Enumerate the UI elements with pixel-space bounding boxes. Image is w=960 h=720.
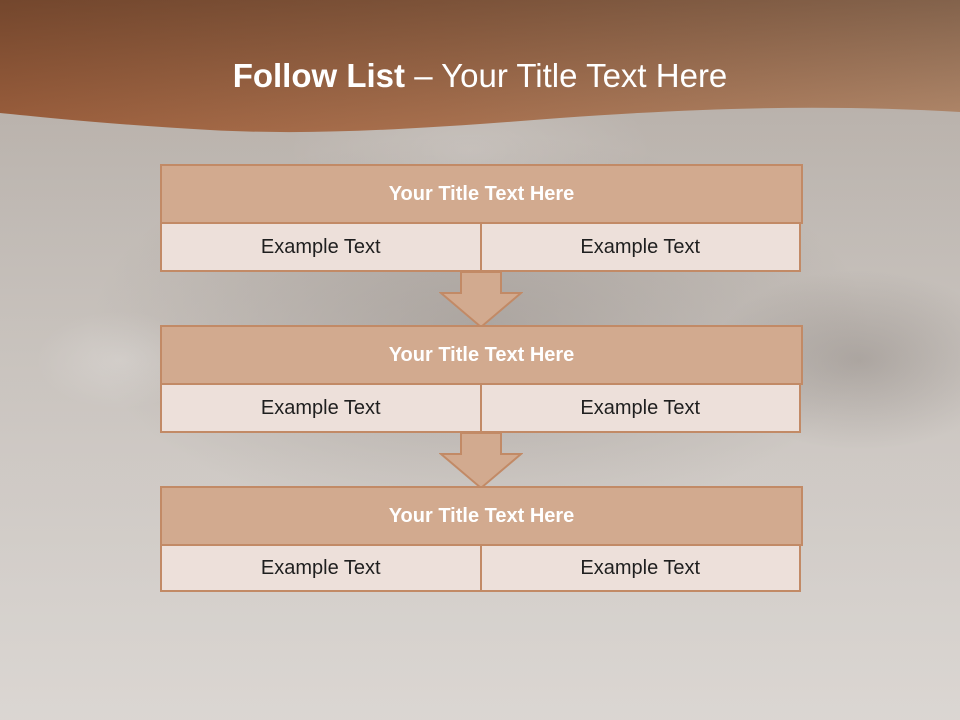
- block-title: Your Title Text Here: [160, 486, 803, 546]
- title-rest: – Your Title Text Here: [414, 57, 728, 94]
- down-arrow-icon: [439, 432, 523, 490]
- block-title: Your Title Text Here: [160, 325, 803, 385]
- block-cell-right: Example Text: [479, 383, 801, 433]
- block-title: Your Title Text Here: [160, 164, 803, 224]
- block-cell-right: Example Text: [479, 544, 801, 592]
- title-bold: Follow List: [232, 57, 406, 94]
- block-row: Example Text Example Text: [160, 383, 801, 433]
- header-band: [0, 0, 960, 140]
- slide-title: Follow List – Your Title Text Here: [0, 56, 960, 96]
- block-cell-left: Example Text: [160, 222, 482, 272]
- block-cell-left: Example Text: [160, 544, 482, 592]
- block-row: Example Text Example Text: [160, 544, 801, 592]
- down-arrow-icon: [439, 271, 523, 329]
- block-cell-right: Example Text: [479, 222, 801, 272]
- flow-block-2[interactable]: Your Title Text Here Example Text Exampl…: [160, 325, 803, 433]
- block-row: Example Text Example Text: [160, 222, 801, 272]
- flow-block-3[interactable]: Your Title Text Here Example Text Exampl…: [160, 486, 803, 592]
- block-cell-left: Example Text: [160, 383, 482, 433]
- flow-block-1[interactable]: Your Title Text Here Example Text Exampl…: [160, 164, 803, 272]
